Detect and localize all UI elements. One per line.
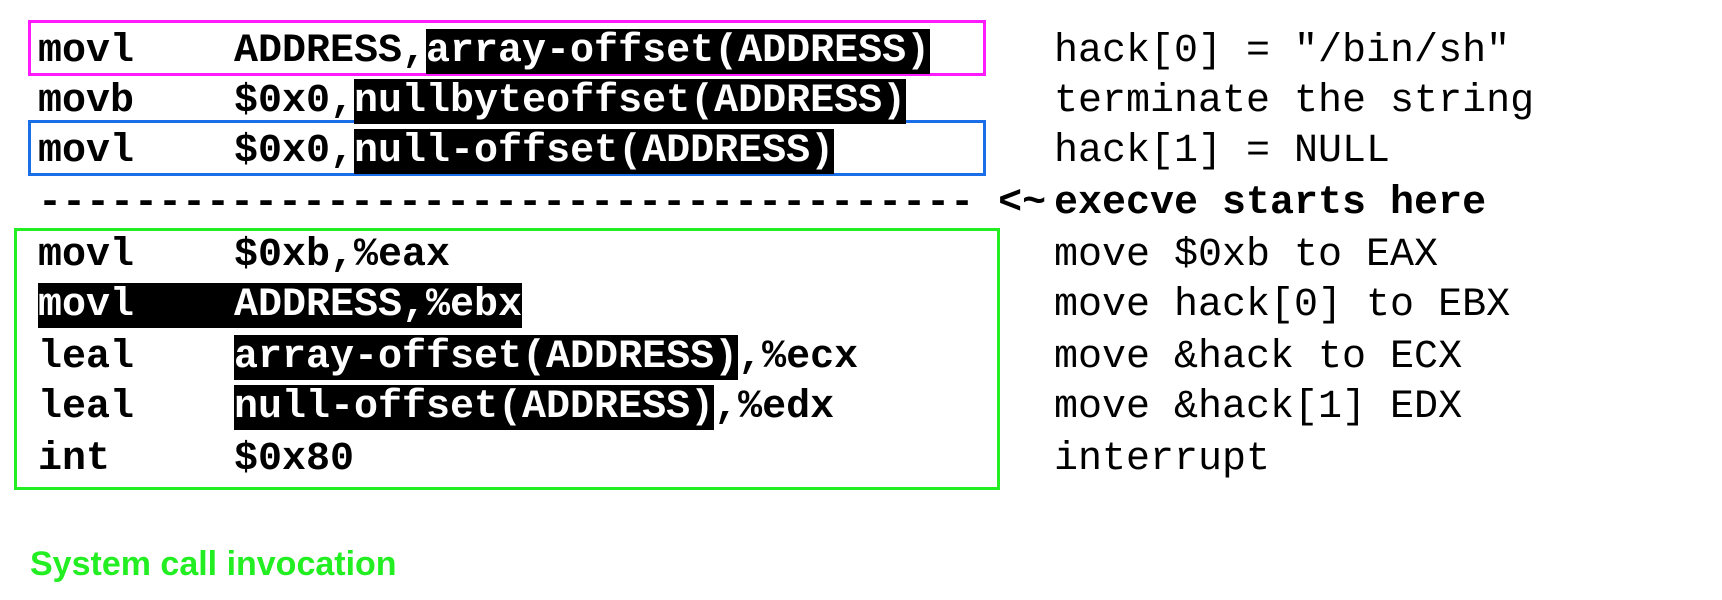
operand: ADDRESS,%ebx — [234, 283, 523, 328]
code-line-6: leal array-offset(ADDRESS),%ecx — [38, 330, 858, 386]
highlighted-operand: null-offset(ADDRESS) — [234, 385, 715, 430]
code-line-3: movl $0x0,null-offset(ADDRESS) — [38, 124, 835, 180]
comment-5: move hack[0] to EBX — [1054, 283, 1511, 328]
highlighted-instruction: movl ADDRESS,%ebx — [38, 283, 523, 328]
opcode: leal — [38, 385, 135, 430]
code-line-5: movl ADDRESS,%ebx — [38, 278, 523, 334]
code-line-1: movl ADDRESS,array-offset(ADDRESS) — [38, 24, 931, 80]
highlighted-operand: array-offset(ADDRESS) — [426, 29, 931, 74]
opcode: int — [38, 437, 111, 482]
code-line-4: movl $0xb,%eax — [38, 228, 450, 284]
highlighted-operand: array-offset(ADDRESS) — [234, 335, 739, 380]
comment-1: hack[0] = "/bin/sh" — [1054, 29, 1511, 74]
opcode: movl — [38, 233, 135, 278]
opcode: movl — [38, 29, 135, 74]
comment-8: interrupt — [1054, 437, 1271, 482]
array-setup-box — [28, 20, 986, 76]
comment-execve: execve starts here — [1054, 181, 1487, 226]
highlighted-operand: nullbyteoffset(ADDRESS) — [354, 79, 907, 124]
operand: ADDRESS, — [234, 29, 427, 74]
code-line-2: movb $0x0,nullbyteoffset(ADDRESS) — [38, 74, 907, 130]
opcode: leal — [38, 335, 135, 380]
operand: $0x0, — [234, 79, 355, 124]
separator-line: --------------------------------------- … — [38, 176, 1046, 232]
comment-4: move $0xb to EAX — [1054, 233, 1439, 278]
operand: $0x0, — [234, 129, 355, 174]
comment-2: terminate the string — [1054, 79, 1535, 124]
highlighted-operand: null-offset(ADDRESS) — [354, 129, 835, 174]
code-line-7: leal null-offset(ADDRESS),%edx — [38, 380, 834, 436]
opcode: movb — [38, 79, 135, 124]
operand: $0x80 — [234, 437, 355, 482]
opcode: movl — [38, 283, 135, 328]
system-call-caption: System call invocation — [30, 545, 397, 583]
comment-6: move &hack to ECX — [1054, 335, 1463, 380]
operand: ,%edx — [714, 385, 835, 430]
syscall-box — [14, 228, 1000, 490]
code-line-8: int $0x80 — [38, 432, 354, 488]
operand: ,%ecx — [738, 335, 859, 380]
opcode: movl — [38, 129, 135, 174]
separator-dashes: --------------------------------------- … — [38, 181, 1047, 226]
comment-7: move &hack[1] EDX — [1054, 385, 1463, 430]
comment-3: hack[1] = NULL — [1054, 129, 1391, 174]
operand: $0xb,%eax — [234, 233, 451, 278]
